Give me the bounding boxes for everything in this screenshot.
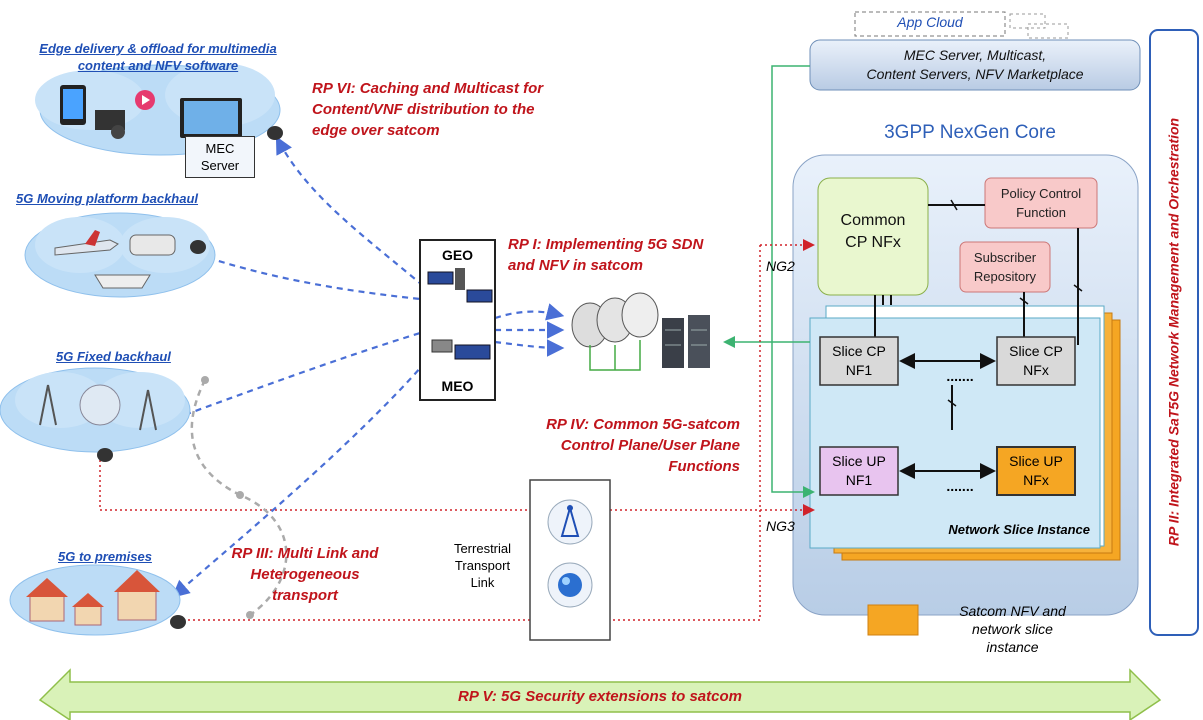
- legend-swatch: [867, 604, 919, 636]
- common-cp-line2: CP NFx: [845, 234, 901, 251]
- slice-cp-nf1-line1: Slice CP: [832, 343, 886, 359]
- rp-v-arrow: [38, 668, 1162, 720]
- house-icon: [26, 570, 160, 626]
- terrestrial-line2: Transport: [454, 558, 511, 573]
- rp-vi-line1: RP VI: Caching and Multicast for: [312, 80, 544, 97]
- subscriber-repo-box: [959, 241, 1051, 293]
- slice-up-nfx-label: Slice UP NFx: [997, 452, 1075, 490]
- rp-iv-line2: Control Plane/User Plane: [560, 437, 740, 454]
- rp-iv-line1: RP IV: Common 5G-satcom: [546, 416, 740, 433]
- geo-label: GEO: [441, 247, 474, 263]
- rp-i-line2: and NFV in satcom: [508, 257, 644, 274]
- premises-title[interactable]: 5G to premises: [58, 549, 152, 564]
- geo-meo-box: [419, 239, 496, 401]
- slice-cp-nf1-label: Slice CP NF1: [820, 342, 898, 380]
- dish-antenna-icon: [571, 292, 659, 371]
- rp-ii-text: RP II: Integrated SaT5G Network Manageme…: [1165, 117, 1182, 547]
- ng3-label: NG3: [766, 518, 795, 534]
- legend-line1: Satcom NFV and: [959, 603, 1066, 619]
- legend-line2: network slice: [972, 621, 1053, 637]
- satellite-icon: [431, 339, 491, 360]
- rp-vi-line2: Content/VNF distribution to the: [312, 101, 535, 118]
- mec-services-line2: Content Servers, NFV Marketplace: [866, 66, 1084, 82]
- policy-label: Policy Control Function: [985, 184, 1097, 222]
- slice-cp-nfx-box: [996, 336, 1076, 386]
- rp-iii-line1: RP III: Multi Link and: [231, 545, 379, 562]
- policy-line2: Function: [1016, 205, 1066, 220]
- slice-up-nf1-box: [819, 446, 899, 496]
- ng2-label: NG2: [766, 258, 795, 274]
- mec-services-line1: MEC Server, Multicast,: [903, 47, 1047, 63]
- slice-up-nf1-label: Slice UP NF1: [820, 452, 898, 490]
- rp-v-text: RP V: 5G Security extensions to satcom: [458, 688, 742, 705]
- terrestrial-label: Terrestrial Transport Link: [440, 540, 525, 591]
- tablet-icon: [60, 85, 86, 125]
- common-cp-box: [817, 177, 929, 296]
- rp-i-text: RP I: Implementing 5G SDN and NFV in sat…: [508, 234, 703, 276]
- moving-title[interactable]: 5G Moving platform backhaul: [16, 191, 199, 206]
- rp-iii-line3: transport: [272, 587, 338, 604]
- mec-services-text: MEC Server, Multicast, Content Servers, …: [810, 46, 1140, 84]
- fixed-title[interactable]: 5G Fixed backhaul: [56, 349, 171, 364]
- rp-iii-line2: Heterogeneous: [250, 566, 360, 583]
- cp-dots: .......: [946, 368, 974, 384]
- policy-line1: Policy Control: [1000, 186, 1082, 201]
- app-cloud-label: App Cloud: [897, 14, 963, 30]
- edge-title[interactable]: Edge delivery & offload for multimedia c…: [8, 40, 308, 74]
- common-cp-label: Common CP NFx: [818, 210, 928, 254]
- slice-cp-nfx-line2: NFx: [1023, 362, 1049, 378]
- tower-icon: [547, 499, 593, 545]
- slice-up-nf1-line1: Slice UP: [832, 453, 886, 469]
- rp-ii-frame: [1149, 29, 1199, 636]
- rp-vi-line3: edge over satcom: [312, 122, 440, 139]
- policy-control-box: [984, 177, 1098, 229]
- common-cp-line1: Common: [840, 212, 906, 229]
- mec-server-line2: Server: [200, 158, 240, 173]
- app-cloud-box: [854, 11, 1006, 37]
- rp-vi-text: RP VI: Caching and Multicast for Content…: [312, 78, 543, 141]
- mec-server-line1: MEC: [205, 141, 235, 156]
- subscriber-line2: Repository: [973, 269, 1037, 284]
- rp-iii-text: RP III: Multi Link and Heterogeneous tra…: [205, 543, 405, 606]
- rp-i-line1: RP I: Implementing 5G SDN: [508, 236, 704, 253]
- terrestrial-line1: Terrestrial: [453, 541, 512, 556]
- core-title: 3GPP NexGen Core: [884, 122, 1056, 143]
- legend-line3: instance: [986, 639, 1039, 655]
- slice-cp-nf1-box: [819, 336, 899, 386]
- up-dots: .......: [946, 478, 974, 494]
- slice-up-nfx-line2: NFx: [1023, 472, 1049, 488]
- slice-cp-nf1-line2: NF1: [845, 362, 873, 378]
- satellite-icon: [427, 268, 493, 303]
- slice-up-nfx-box: [996, 446, 1076, 496]
- slice-up-nfx-line1: Slice UP: [1009, 453, 1063, 469]
- plane-icon: [54, 230, 119, 256]
- slice-cp-nfx-line1: Slice CP: [1009, 343, 1063, 359]
- legend-text: Satcom NFV and network slice instance: [925, 602, 1100, 656]
- slice-up-nf1-line2: NF1: [845, 472, 873, 488]
- meo-label: MEO: [441, 378, 474, 394]
- server-rack-icon: [662, 315, 710, 368]
- slice-cp-nfx-label: Slice CP NFx: [997, 342, 1075, 380]
- subscriber-line1: Subscriber: [973, 250, 1037, 265]
- rp-iv-text: RP IV: Common 5G-satcom Control Plane/Us…: [500, 414, 740, 477]
- mec-server-box: MEC Server: [185, 136, 255, 178]
- nsi-label: Network Slice Instance: [948, 522, 1090, 537]
- terrestrial-line3: Link: [470, 575, 495, 590]
- edge-title-line2: content and NFV software: [77, 58, 239, 73]
- rp-iv-line3: Functions: [668, 458, 740, 475]
- mec-services-bar: [809, 39, 1141, 91]
- subscriber-label: Subscriber Repository: [960, 248, 1050, 286]
- tv-icon: [180, 98, 242, 138]
- edge-title-line1: Edge delivery & offload for multimedia: [39, 41, 277, 56]
